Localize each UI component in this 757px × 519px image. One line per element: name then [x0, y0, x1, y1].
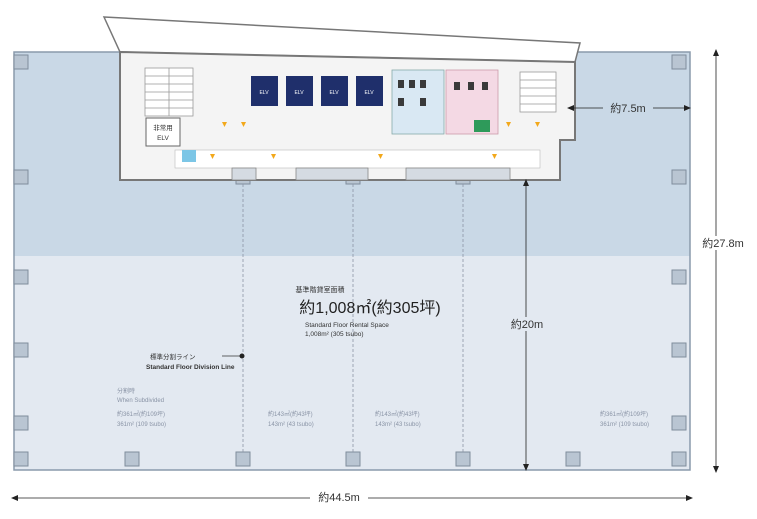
column [671, 342, 687, 358]
dimension-side-depth: 約7.5m [567, 101, 691, 115]
elevator-bank: ELV ELV ELV ELV [251, 76, 383, 106]
subdivision-title-jp: 分割時 [117, 387, 135, 395]
columns [13, 54, 687, 467]
restroom-fixtures [398, 80, 488, 106]
dimension-width: 約44.5m [11, 490, 693, 504]
emergency-elv-label-en: ELV [157, 135, 169, 142]
division-label-jp: 標準分割ライン [150, 352, 196, 361]
depth-label: 約27.8m [702, 236, 744, 250]
elevator [251, 76, 278, 106]
elevator-label: ELV [259, 90, 269, 96]
light-markers [210, 122, 540, 159]
column [671, 169, 687, 185]
area-label: 基準階貸室面積 約1,008㎡(約305坪) Standard Floor Re… [296, 285, 441, 338]
core-wall-blocks [231, 167, 511, 181]
elevator [321, 76, 348, 106]
column [671, 269, 687, 285]
area-label-en: Standard Floor Rental Space [305, 322, 389, 329]
column [13, 269, 29, 285]
subdivision-labels: 分割時 When Subdivided 約361㎡(約109坪) 361m² (… [117, 387, 649, 428]
emergency-elevator [145, 117, 181, 147]
width-label: 約44.5m [318, 490, 360, 504]
unit-2-en: 143m² (43 tsubo) [268, 422, 314, 428]
unit-2-jp: 約143㎡(約43坪) [268, 410, 313, 418]
column [345, 451, 361, 467]
division-pointer-dot [239, 353, 245, 359]
column [13, 169, 29, 185]
column [13, 451, 29, 467]
accessible-restroom-icon [474, 120, 490, 132]
unit-4-en: 361m² (109 tsubo) [600, 422, 649, 428]
corridor [174, 149, 541, 169]
column [13, 342, 29, 358]
restroom-women [445, 69, 499, 135]
building-core: 非常用 ELV ELV ELV ELV ELV [102, 16, 581, 181]
column [235, 451, 251, 467]
area-value-en: 1,008m² (305 tsubo) [305, 331, 364, 338]
column [124, 451, 140, 467]
column [671, 451, 687, 467]
core-depth-label: 約20m [511, 317, 543, 331]
side-depth-label: 約7.5m [610, 101, 645, 115]
column [671, 415, 687, 431]
unit-1-en: 361m² (109 tsubo) [117, 422, 166, 428]
unit-3-jp: 約143㎡(約43坪) [375, 410, 420, 418]
area-value: 約1,008㎡(約305坪) [299, 299, 440, 317]
elevator [356, 76, 383, 106]
division-label-en: Standard Floor Division Line [146, 364, 235, 371]
elevator-label: ELV [329, 90, 339, 96]
column [455, 451, 471, 467]
unit-1-jp: 約361㎡(約109坪) [117, 410, 165, 418]
subdivision-title-en: When Subdivided [117, 398, 164, 404]
left-stair [144, 67, 194, 117]
elevator-label: ELV [294, 90, 304, 96]
elevator-label: ELV [364, 90, 374, 96]
right-stair [519, 71, 557, 113]
column [671, 54, 687, 70]
unit-3-en: 143m² (43 tsubo) [375, 422, 421, 428]
dimension-core-depth: 約20m [504, 179, 550, 471]
division-line-legend: 標準分割ライン Standard Floor Division Line [146, 352, 245, 371]
unit-4-jp: 約361㎡(約109坪) [600, 410, 648, 418]
column [565, 451, 581, 467]
emergency-elv-label-jp: 非常用 [153, 123, 173, 132]
water-fountain-icon [182, 150, 196, 162]
column [13, 54, 29, 70]
column [13, 415, 29, 431]
elevator [286, 76, 313, 106]
area-label-jp: 基準階貸室面積 [296, 285, 345, 294]
dimension-depth: 約27.8m [694, 49, 752, 473]
